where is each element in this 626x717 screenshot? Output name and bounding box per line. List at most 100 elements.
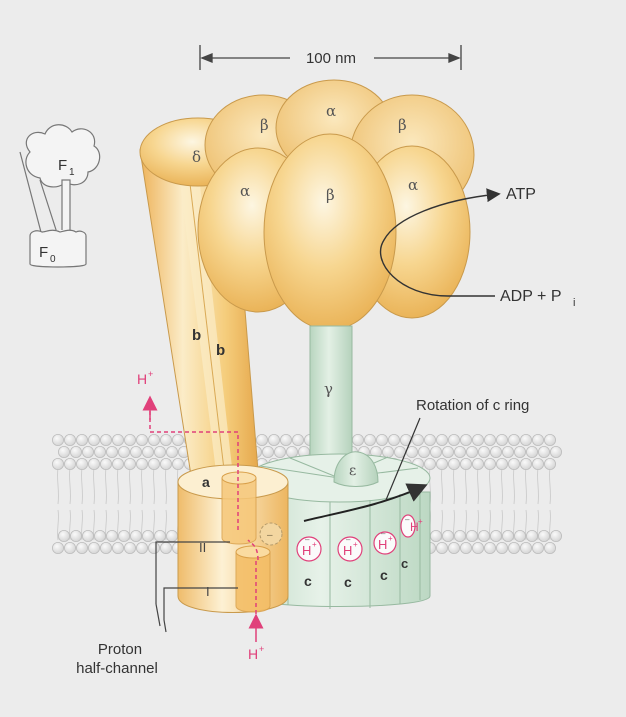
lipid-head [129,530,142,543]
beta-label-back-right: β [398,116,407,134]
epsilon-subunit [333,451,379,487]
lipid-tail [140,467,144,505]
lipid-head [441,445,454,458]
lipid-head [171,457,184,470]
lipid-head [544,433,557,446]
inset-f0-subscript: 0 [50,254,56,265]
proton-exit-charge: + [148,369,153,379]
lipid-tail [488,467,492,505]
lipid-head [94,445,107,458]
electron-charge: – [381,529,386,538]
lipid-head [483,433,496,446]
lipid-head [159,433,172,446]
lipid-head [124,433,137,446]
lipid-head [52,457,65,470]
lipid-head [471,433,484,446]
atp-synthesis-arrow [379,188,501,297]
electron-charge: – [405,515,410,524]
lipid-head [471,542,484,555]
lipid-tail [536,467,540,505]
lipid-tail [68,467,72,505]
lipid-head [279,433,292,446]
lipid-head [538,445,551,458]
half-channel-upper [221,471,257,545]
lipid-tail [92,467,96,505]
proton-site-4: H + – [400,514,423,538]
lipid-head [129,445,142,458]
proton-symbol: H [343,543,352,558]
lipid-head [435,457,448,470]
lipid-head [423,433,436,446]
lipid-head [141,530,154,543]
lipid-head [291,433,304,446]
lipid-head [435,542,448,555]
lipid-head [147,542,160,555]
lipid-tail [524,467,528,505]
adp-subscript: i [573,297,575,309]
proton-charge: + [353,540,358,549]
dimension-label: 100 nm [306,50,356,67]
lipid-head [459,433,472,446]
lipid-tail [452,467,456,505]
proton-charge: + [312,540,317,549]
lipid-tail [548,467,552,505]
lipid-head [495,433,508,446]
lipid-head [124,457,137,470]
lipid-head [477,530,490,543]
half-channel-callout [155,541,238,633]
inset-f1-label: F [58,157,67,174]
lipid-head [88,542,101,555]
bound-protons: H + – H + – H + – H + – [296,514,423,562]
lipid-tail [104,467,108,505]
lipid-head [64,542,77,555]
lipid-head [550,530,563,543]
lipid-head [453,445,466,458]
lipid-tail [476,467,480,505]
lipid-head [411,433,424,446]
lipid-head [429,445,442,458]
lipid-head [447,542,460,555]
lipid-head [165,445,178,458]
lipid-head [514,445,527,458]
lipid-head [435,433,448,446]
lipid-head [285,445,298,458]
lipid-head [82,445,95,458]
proton-site-1: H + – [296,535,322,562]
rotation-leader-line [385,417,421,501]
subunit-c-label-4: c [401,556,408,571]
lipid-head [447,433,460,446]
lipid-tail [464,467,468,505]
proton-symbol: H [378,537,387,552]
delta-label: δ [192,148,201,166]
lipid-head [526,530,539,543]
lipid-head [381,445,394,458]
electron-charge-in-a: – [267,530,273,541]
beta-subunit-front [263,133,397,331]
lipid-tail [56,509,60,541]
lipid-head [153,445,166,458]
lipid-head [507,542,520,555]
proton-path [142,395,264,642]
lipid-head [520,542,533,555]
half-channel-label-line1: Proton [98,641,142,658]
adp-label: ADP + P [500,288,562,305]
lipid-head [70,530,83,543]
lipid-head [514,530,527,543]
rotation-label: Rotation of c ring [416,397,529,414]
lipid-head [64,457,77,470]
lipid-tail [152,467,156,505]
subunit-c-label-1: c [304,573,312,589]
lipid-head [118,530,131,543]
lipid-tail [164,467,168,505]
lipid-head [76,542,89,555]
beta-label-front: β [326,186,335,204]
lipid-head [495,542,508,555]
lipid-tail [56,467,60,505]
lipid-head [483,542,496,555]
lipid-head [165,530,178,543]
lipid-head [483,457,496,470]
lipid-tail [512,467,516,505]
lipid-head [363,433,376,446]
